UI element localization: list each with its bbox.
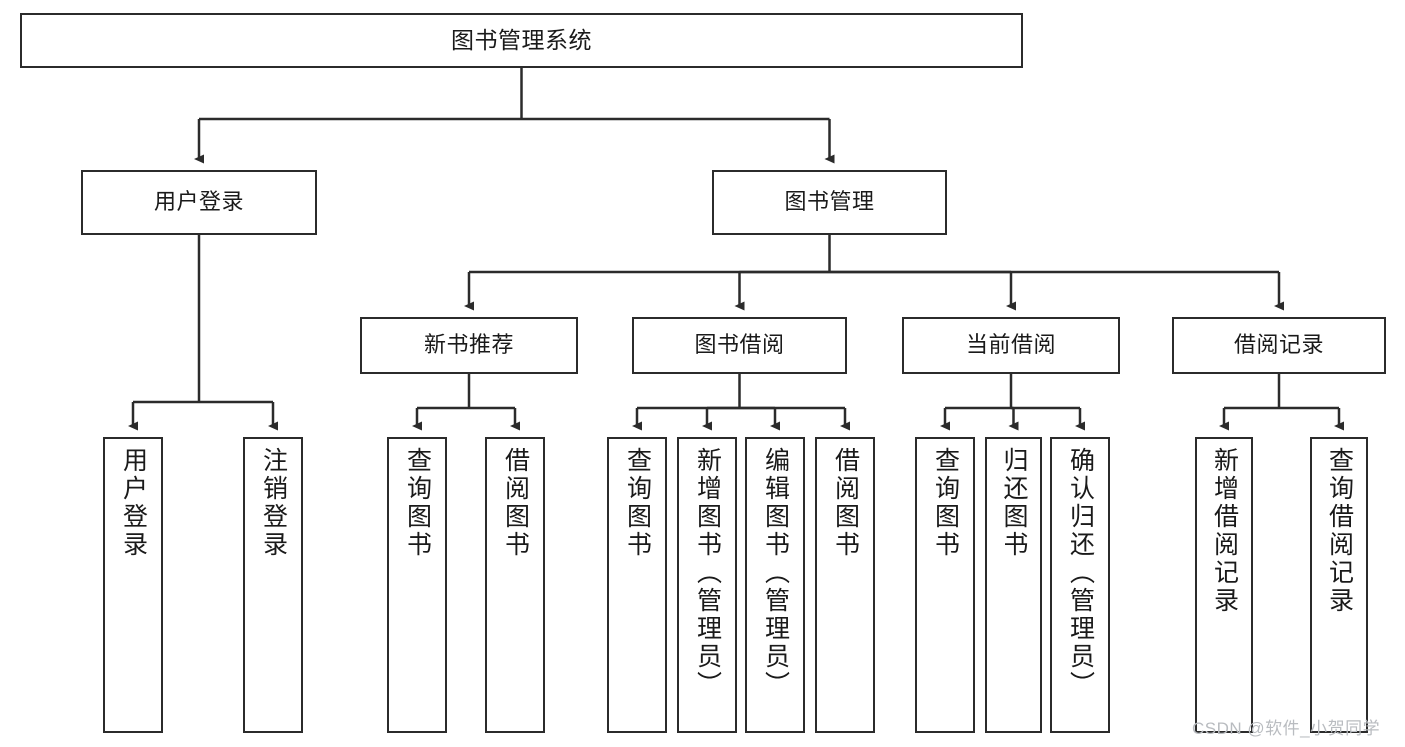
node-label: 查询图书 [931,447,960,559]
node-login[interactable]: 用户登录 [81,170,317,235]
csdn-watermark: CSDN @软件_小贺同学 [1192,719,1381,738]
node-label: 用户登录 [153,189,244,215]
node-label: 借阅图书 [501,447,530,559]
node-records[interactable]: 借阅记录 [1172,317,1386,374]
node-leaf-bor-4[interactable]: 借阅图书 [815,437,875,733]
node-current[interactable]: 当前借阅 [902,317,1120,374]
node-bookmgmt[interactable]: 图书管理 [712,170,947,235]
node-label: 确认归还（管理员） [1066,447,1095,699]
node-leaf-new-2[interactable]: 借阅图书 [485,437,545,733]
node-leaf-bor-2[interactable]: 新增图书（管理员） [677,437,737,733]
node-label: 编辑图书（管理员） [761,447,790,699]
node-label: 查询图书 [623,447,652,559]
node-label: 新增借阅记录 [1210,447,1239,615]
node-label: 图书借阅 [694,332,785,358]
node-leaf-bor-1[interactable]: 查询图书 [607,437,667,733]
node-label: 借阅记录 [1233,332,1324,358]
node-leaf-cur-2[interactable]: 归还图书 [985,437,1042,733]
node-label: 新增图书（管理员） [693,447,722,699]
node-borrow[interactable]: 图书借阅 [632,317,847,374]
node-leaf-new-1[interactable]: 查询图书 [387,437,447,733]
node-label: 图书管理系统 [451,26,592,53]
node-leaf-rec-2[interactable]: 查询借阅记录 [1310,437,1368,733]
node-leaf-cur-3[interactable]: 确认归还（管理员） [1050,437,1110,733]
node-label: 当前借阅 [965,332,1056,358]
node-label: 图书管理 [784,189,875,215]
node-leaf-bor-3[interactable]: 编辑图书（管理员） [745,437,805,733]
node-leaf-login-1[interactable]: 用户登录 [103,437,163,733]
node-newbook[interactable]: 新书推荐 [360,317,578,374]
node-label: 用户登录 [119,447,148,559]
node-label: 借阅图书 [831,447,860,559]
node-label: 归还图书 [1000,447,1028,559]
node-label: 注销登录 [259,447,288,559]
node-leaf-rec-1[interactable]: 新增借阅记录 [1195,437,1253,733]
node-label: 查询图书 [403,447,432,559]
node-leaf-login-2[interactable]: 注销登录 [243,437,303,733]
node-label: 新书推荐 [423,332,514,358]
node-label: 查询借阅记录 [1325,447,1354,615]
node-leaf-cur-1[interactable]: 查询图书 [915,437,975,733]
node-root[interactable]: 图书管理系统 [20,13,1023,68]
